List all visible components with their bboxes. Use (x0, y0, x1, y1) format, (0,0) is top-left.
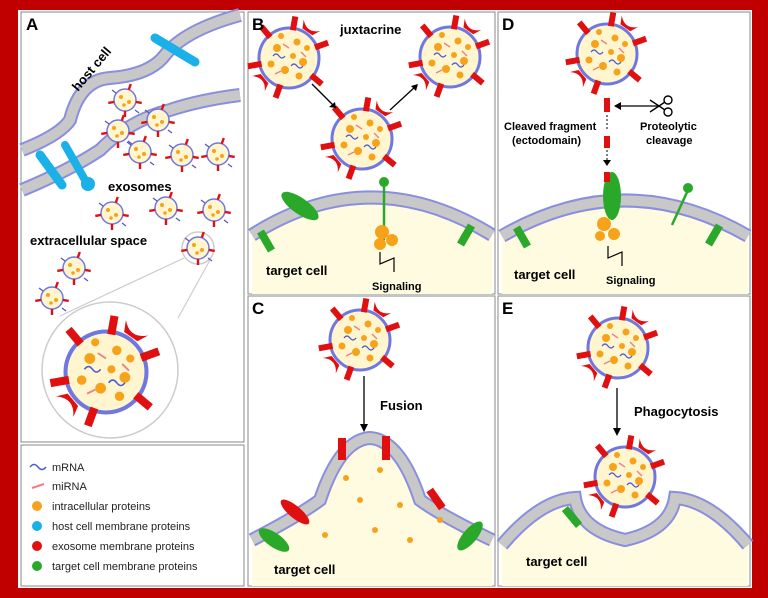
ectodomain-label: (ectodomain) (512, 135, 581, 147)
panel-c: C Fusion target cell (247, 295, 496, 587)
juxtacrine-label: juxtacrine (339, 22, 401, 37)
legend-intracellular-proteins: intracellular proteins (52, 501, 151, 513)
fusion-label: Fusion (380, 398, 423, 413)
panel-a: A host cell exosomes extracellular space (19, 8, 245, 443)
arrow (311, 83, 337, 109)
panel-b: B juxtacrine target cell Signaling (245, 11, 496, 295)
legend: mRNA miRNA intracellular proteins host c… (20, 444, 245, 587)
panel-e: E Phagocytosis target cell (496, 295, 754, 587)
cleaved-fragment-label: Cleaved fragment (504, 121, 597, 133)
panel-d-signaling-label: Signaling (606, 275, 656, 287)
legend-mrna: mRNA (52, 462, 85, 474)
scissors-icon (663, 95, 673, 105)
panel-b-letter: B (252, 15, 264, 34)
panel-a-letter: A (26, 15, 38, 34)
target-membrane-protein-icon (32, 561, 42, 571)
host-membrane-protein-legend-icon (32, 521, 42, 531)
panel-d: D Cleaved fragment (ectodomain) Proteoly… (497, 10, 752, 295)
panel-d-target-cell-label: target cell (514, 267, 575, 282)
panel-c-target-cell-label: target cell (274, 562, 335, 577)
legend-mirna: miRNA (52, 481, 87, 493)
cleavage-label: cleavage (646, 135, 692, 147)
legend-exosome-membrane-proteins: exosome membrane proteins (52, 541, 195, 553)
mirna-icon (31, 483, 45, 489)
mrna-icon (29, 463, 47, 471)
panel-c-letter: C (252, 299, 264, 318)
exosomes-label: exosomes (108, 179, 172, 194)
panel-e-target-cell-label: target cell (526, 554, 587, 569)
proteolytic-label: Proteolytic (640, 121, 697, 133)
phagocytosis-label: Phagocytosis (634, 404, 719, 419)
panel-e-letter: E (502, 299, 513, 318)
legend-target-membrane-proteins: target cell membrane proteins (52, 561, 198, 573)
exosome-membrane-protein-icon (32, 541, 42, 551)
panel-d-letter: D (502, 15, 514, 34)
host-membrane-protein-icon (35, 33, 200, 191)
panel-b-signaling-label: Signaling (372, 281, 422, 293)
legend-host-membrane-proteins: host cell membrane proteins (52, 521, 191, 533)
intracellular-protein-icon (32, 501, 42, 511)
extracellular-space-label: extracellular space (30, 233, 147, 248)
panel-b-target-cell-label: target cell (266, 263, 327, 278)
